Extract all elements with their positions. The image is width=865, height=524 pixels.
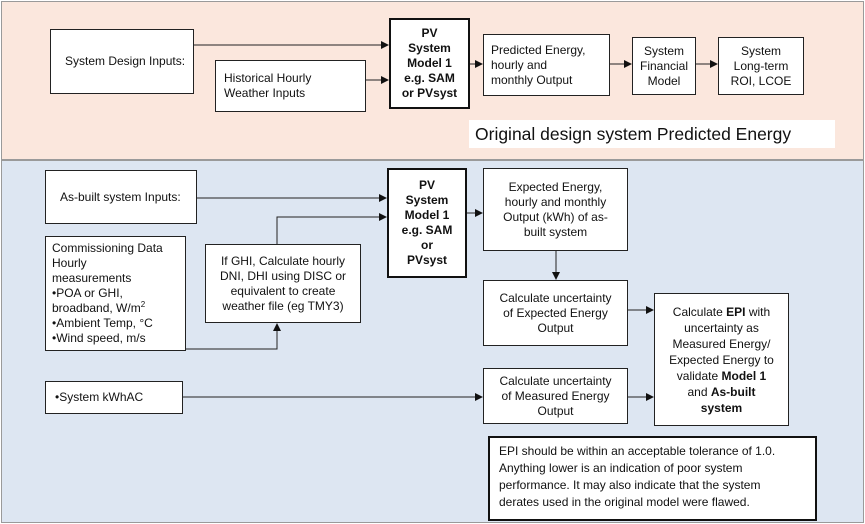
expected-energy-line: hourly and monthly [504,194,607,209]
ghi-calc-line: DNI, DHI using DISC or [219,268,347,283]
pv-model-line: or [420,238,433,252]
ghi-calc-line: equivalent to create [230,283,336,298]
roi-line: System [740,43,781,58]
system-design-inputs-label: System Design Inputs: [65,54,186,68]
pv-model-line: PV [418,178,435,192]
note-line: performance. It may also indicate that t… [499,478,761,492]
commissioning-bullet: •POA or GHI, [52,286,123,300]
ghi-calc-line: weather file (eg TMY3) [222,298,344,313]
pv-system-model-1-box: PV System Model 1 e.g. SAM or PVsyst [389,18,470,109]
arrow-commissioning-to-ghi [186,323,281,350]
pv-system-model-1-asbuilt-box: PV System Model 1 e.g. SAM or PVsyst [387,168,467,278]
uncertainty-measured-line: Output [537,403,574,418]
weather-line: Historical Hourly [224,71,312,85]
predicted-energy-line: Predicted Energy, [491,42,586,57]
uncertainty-measured-box: Calculate uncertainty of Measured Energy… [483,368,628,424]
roi-line: Long-term [733,58,789,73]
ghi-calculation-box: If GHI, Calculate hourly DNI, DHI using … [205,244,361,323]
note-line: EPI should be within an acceptable toler… [499,444,776,458]
pv-model-line: PVsyst [406,253,447,267]
pv-model-line: e.g. SAM [404,71,455,85]
epi-bold: EPI [726,304,746,319]
expected-energy-line: Expected Energy, [508,179,603,194]
epi-line-4: Expected Energy to [669,352,774,367]
epi-bold: As-built [710,384,756,399]
commissioning-line: measurements [52,271,132,285]
commissioning-bullet-units: broadband, W/m2 [52,301,179,316]
pv-model-line: System [405,193,449,207]
financial-model-line: Model [647,73,681,88]
calculate-epi-box: Calculate EPI with uncertainty as Measur… [654,293,789,426]
epi-line-2: uncertainty as [684,320,759,335]
financial-model-line: Financial [639,58,689,73]
system-financial-model-box: System Financial Model [632,37,696,95]
epi-line-3: Measured Energy/ [672,336,771,351]
system-kwhac-box: •System kWhAC [45,381,183,414]
pv-model-line: Model 1 [407,56,452,70]
commissioning-data-box: Commissioning Data Hourly measurements •… [45,236,186,351]
pv-model-line: PV [421,26,438,40]
as-built-inputs-box: As-built system Inputs: [45,170,197,224]
uncertainty-expected-box: Calculate uncertainty of Expected Energy… [483,280,628,346]
expected-energy-box: Expected Energy, hourly and monthly Outp… [483,168,628,251]
system-roi-lcoe-box: System Long-term ROI, LCOE [718,37,804,95]
epi-tolerance-note: EPI should be within an acceptable toler… [488,436,817,521]
weather-line: Weather Inputs [224,86,306,100]
uncertainty-expected-line: Calculate uncertainty [499,290,612,305]
commissioning-bullet: •Wind speed, m/s [52,331,146,345]
epi-line-7: system [700,400,743,415]
pv-model-line: e.g. SAM [401,223,453,237]
units-superscript: 2 [140,300,146,309]
uncertainty-expected-line: Output [537,320,574,335]
expected-energy-line: built system [523,224,588,239]
note-line: derates used in the original model were … [499,495,750,509]
predicted-energy-line: hourly and [491,57,548,72]
units-text: broadband, W/m [52,301,141,315]
arrow-ghi-to-model [276,213,387,244]
uncertainty-measured-line: Calculate uncertainty [499,373,612,388]
note-line: Anything lower is an indication of poor … [499,461,743,475]
financial-model-line: System [643,43,684,58]
uncertainty-measured-line: of Measured Energy [501,388,610,403]
panel-caption: Original design system Predicted Energy [469,120,835,148]
commissioning-line: Hourly [52,256,87,270]
roi-line: ROI, LCOE [730,73,792,88]
system-kwhac-label: •System kWhAC [55,390,144,404]
epi-text: with [745,304,771,319]
epi-line-5: validate Model 1 [669,368,774,384]
epi-line-1: Calculate EPI with [669,304,774,320]
pv-model-line: System [408,41,451,55]
pv-model-line: Model 1 [404,208,450,222]
predicted-energy-line: monthly Output [491,72,573,87]
ghi-calc-line: If GHI, Calculate hourly [220,253,346,268]
epi-bold: Model 1 [721,368,767,383]
epi-text: and [687,384,711,399]
pv-model-line: or PVsyst [401,86,458,100]
as-built-inputs-label: As-built system Inputs: [60,189,181,204]
uncertainty-expected-line: of Expected Energy [503,305,608,320]
expected-energy-line: Output (kWh) of as- [503,209,608,224]
historical-weather-inputs-box: Historical Hourly Weather Inputs [215,60,366,112]
epi-line-6: and As-built [669,384,774,400]
commissioning-bullet: •Ambient Temp, °C [52,316,153,330]
epi-text: validate [676,368,722,383]
epi-text: Calculate [672,304,727,319]
system-design-inputs-box: System Design Inputs: [50,29,194,94]
predicted-energy-box: Predicted Energy, hourly and monthly Out… [483,34,610,96]
commissioning-line: Commissioning Data [52,241,163,255]
